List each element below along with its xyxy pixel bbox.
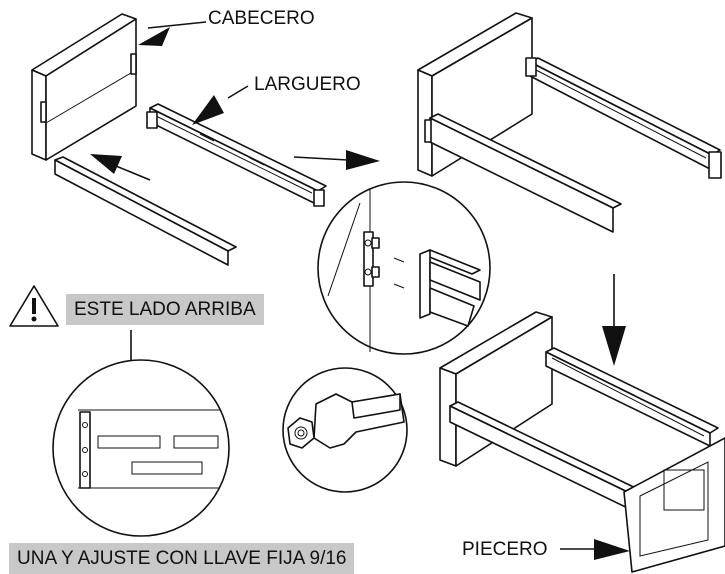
side-rail-label: LARGUERO bbox=[254, 74, 361, 95]
headboard-part bbox=[31, 13, 137, 161]
slat-part bbox=[54, 156, 237, 266]
side-rail-part bbox=[146, 103, 327, 207]
arrow-to-footboard bbox=[560, 539, 630, 560]
arrow-step2-to-step3 bbox=[602, 274, 626, 366]
arrow-step1-to-step2 bbox=[293, 150, 380, 170]
warning-triangle-icon bbox=[9, 285, 59, 327]
headboard-label: CABECERO bbox=[208, 8, 315, 29]
footboard-label: PIECERO bbox=[462, 539, 548, 560]
this-side-up-label: ESTE LADO ARRIBA bbox=[66, 294, 264, 325]
orientation-detail-circle bbox=[52, 359, 230, 537]
bracket-detail-circle bbox=[317, 181, 491, 355]
arrow-to-headboard bbox=[138, 21, 207, 46]
wrench-icon bbox=[282, 367, 408, 493]
arrow-to-side-rail bbox=[192, 85, 249, 125]
assembly-step-2 bbox=[417, 12, 722, 233]
arrow-slat-to-headboard bbox=[90, 154, 151, 181]
wrench-instruction-label: UNA Y AJUSTE CON LLAVE FIJA 9/16 bbox=[9, 543, 355, 574]
assembly-step-3 bbox=[439, 311, 725, 573]
